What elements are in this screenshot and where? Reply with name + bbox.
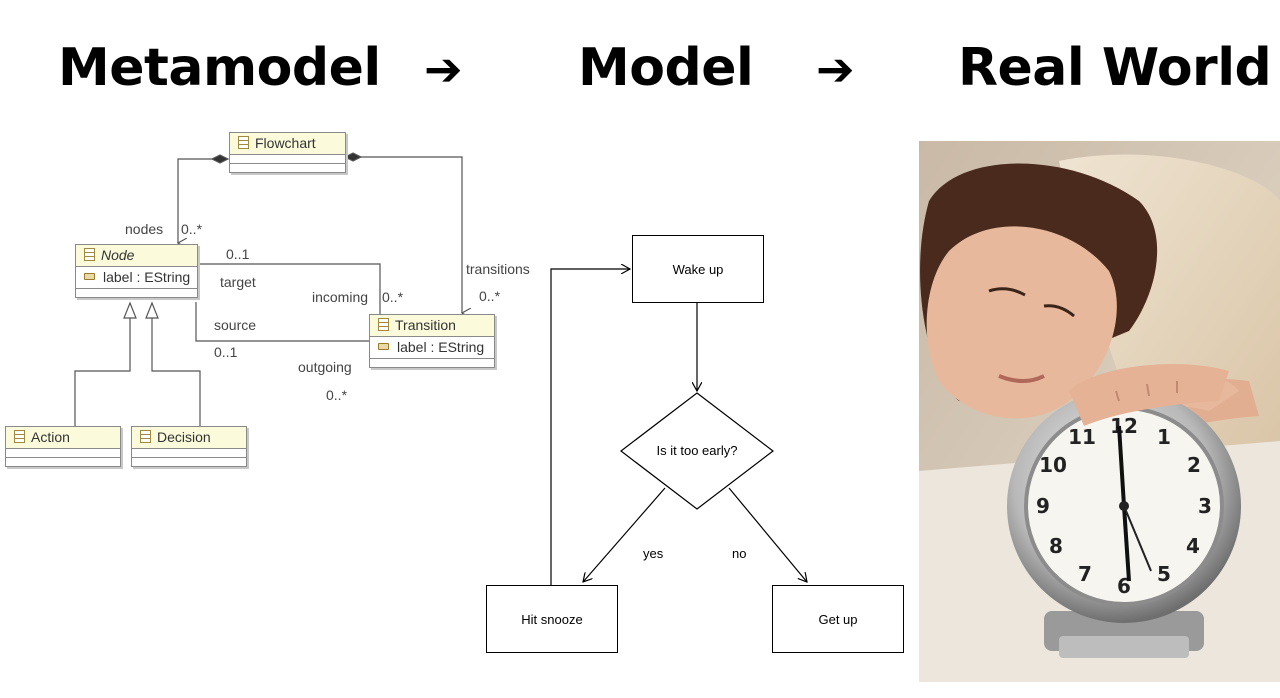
class-icon — [14, 430, 25, 443]
svg-text:7: 7 — [1078, 562, 1092, 586]
svg-text:11: 11 — [1068, 425, 1096, 449]
svg-text:10: 10 — [1039, 453, 1067, 477]
heading-metamodel: Metamodel — [58, 38, 381, 98]
composition-diamond — [343, 152, 363, 162]
class-name: Transition — [395, 317, 456, 333]
label-incoming: incoming — [312, 289, 369, 305]
label-transitions: transitions — [466, 261, 530, 277]
class-transition: Transition label : EString — [369, 314, 495, 368]
class-name: Decision — [157, 429, 211, 445]
class-icon — [84, 248, 95, 261]
generalization-triangle — [123, 301, 137, 319]
svg-text:2: 2 — [1187, 453, 1201, 477]
svg-text:3: 3 — [1198, 494, 1212, 518]
class-name: Node — [101, 247, 135, 263]
label-outgoing: outgoing — [298, 359, 352, 375]
label-incoming-multiplicity: 0..* — [382, 289, 404, 305]
heading-model: Model — [578, 38, 754, 98]
class-decision: Decision — [131, 426, 247, 467]
flow-wake-up: Wake up — [632, 235, 764, 303]
attribute-icon — [84, 273, 95, 280]
right-arrow-icon: ➔ — [424, 42, 463, 96]
target-association — [196, 263, 381, 314]
flow-no-label: no — [732, 546, 747, 561]
label-nodes-multiplicity: 0..* — [181, 221, 203, 237]
flow-hit-snooze: Hit snooze — [486, 585, 618, 653]
class-node: Node label : EString — [75, 244, 198, 298]
class-icon — [238, 136, 249, 149]
right-arrow-icon: ➔ — [816, 42, 855, 96]
flow-get-up: Get up — [772, 585, 904, 653]
svg-text:4: 4 — [1186, 534, 1200, 558]
source-association — [195, 302, 369, 342]
attribute-icon — [378, 343, 389, 350]
decision-generalization — [151, 318, 201, 427]
transitions-association — [345, 156, 462, 313]
svg-text:5: 5 — [1157, 562, 1171, 586]
label-source-multiplicity: 0..1 — [214, 344, 238, 360]
arrow-no — [728, 487, 807, 582]
svg-text:1: 1 — [1157, 425, 1171, 449]
composition-diamond — [210, 154, 230, 164]
attribute-label: label : EString — [103, 269, 191, 285]
label-target-multiplicity: 0..1 — [226, 246, 250, 262]
class-name: Action — [31, 429, 70, 445]
flow-yes-label: yes — [643, 546, 664, 561]
svg-text:8: 8 — [1049, 534, 1063, 558]
class-flowchart: Flowchart — [229, 132, 346, 173]
flow-decision-label: Is it too early? — [656, 443, 738, 458]
label-nodes: nodes — [125, 221, 164, 237]
svg-text:9: 9 — [1036, 494, 1050, 518]
class-icon — [378, 318, 389, 331]
class-icon — [140, 430, 151, 443]
action-generalization — [74, 318, 131, 427]
arrow-yes — [583, 487, 666, 582]
label-outgoing-multiplicity: 0..* — [326, 387, 348, 403]
decision-diamond — [620, 392, 774, 510]
heading-real-world: Real World — [958, 38, 1272, 98]
class-name: Flowchart — [255, 135, 316, 151]
svg-text:12: 12 — [1110, 414, 1138, 438]
generalization-triangle — [145, 301, 159, 319]
class-action: Action — [5, 426, 121, 467]
label-source: source — [214, 317, 257, 333]
arrow-snooze-loop — [550, 269, 630, 585]
label-target: target — [220, 274, 256, 290]
label-transitions-multiplicity: 0..* — [479, 288, 501, 304]
attribute-label: label : EString — [397, 339, 485, 355]
